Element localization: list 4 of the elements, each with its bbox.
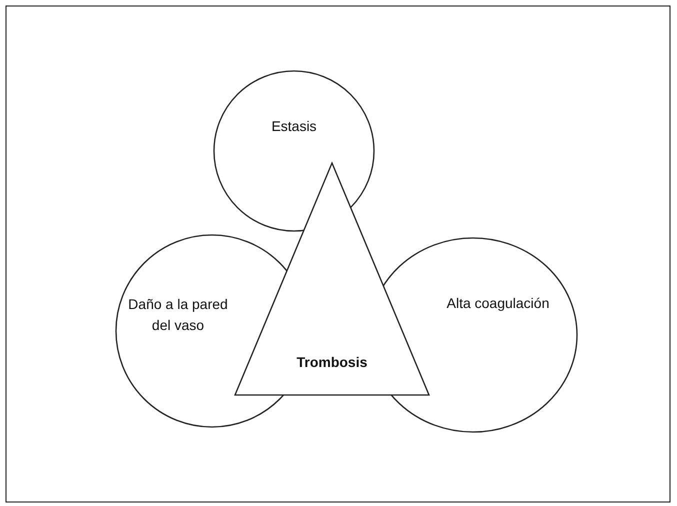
shape-label: Alta coagulación (446, 294, 550, 313)
shape-label: Trombosis (296, 353, 368, 372)
shape-label: Estasis (270, 117, 318, 136)
shape-label: Daño a la pared del vaso (127, 295, 229, 335)
